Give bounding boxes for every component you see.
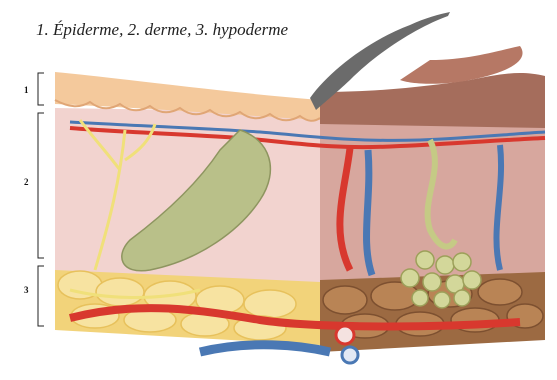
- bracket-hypodermis: [38, 266, 44, 326]
- layer-brackets: [38, 73, 44, 326]
- layer-number-epidermis: 1: [24, 85, 29, 95]
- layer-number-hypodermis: 3: [24, 285, 29, 295]
- layer-number-dermis: 2: [24, 177, 29, 187]
- bracket-epidermis: [38, 73, 44, 105]
- bracket-dermis: [38, 113, 44, 258]
- deep-vein: [200, 345, 330, 352]
